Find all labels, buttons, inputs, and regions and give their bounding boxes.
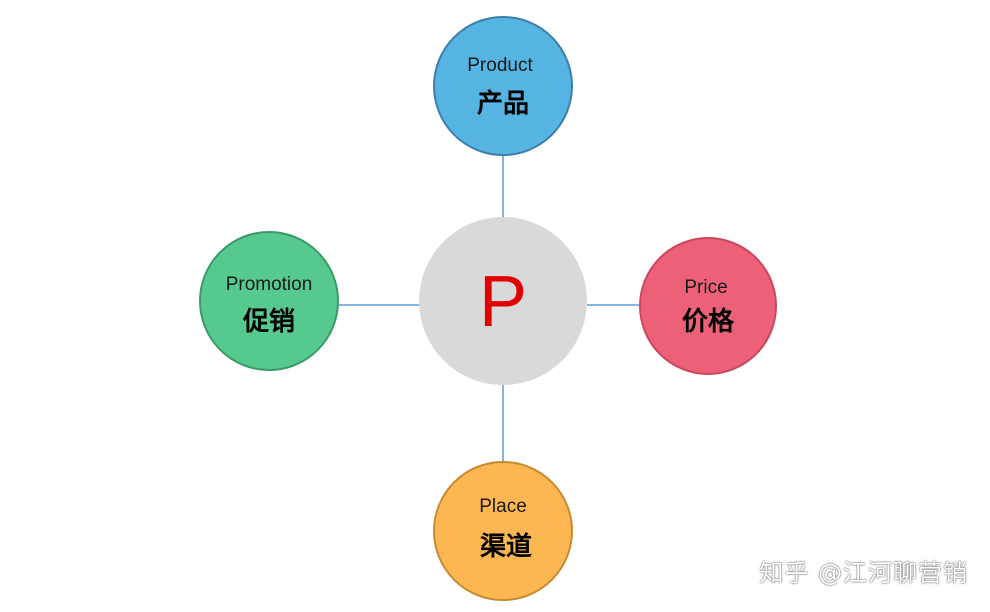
node-product-en-label: Product [467, 55, 533, 76]
node-promotion-zh-label: 促销 [242, 307, 295, 337]
node-place-circle [433, 461, 573, 601]
node-promotion-en-label: Promotion [226, 274, 313, 295]
node-promotion: Promotion 促销 [199, 231, 339, 371]
node-product-circle [433, 16, 573, 156]
node-place: Place 渠道 [433, 461, 573, 601]
node-place-zh-label: 渠道 [480, 531, 532, 562]
node-price-en-label: Price [684, 277, 727, 298]
center-circle [419, 217, 587, 385]
node-price-zh-label: 价格 [682, 306, 735, 337]
node-promotion-circle [199, 231, 339, 371]
center-label: P [479, 262, 527, 342]
node-price-circle [639, 237, 777, 375]
node-price: Price 价格 [639, 237, 777, 375]
center-node: P [419, 217, 587, 385]
watermark-text: 知乎 @江河聊营销 [759, 559, 968, 587]
node-product: Product 产品 [433, 16, 573, 156]
node-product-zh-label: 产品 [477, 89, 529, 119]
node-place-en-label: Place [479, 496, 527, 517]
